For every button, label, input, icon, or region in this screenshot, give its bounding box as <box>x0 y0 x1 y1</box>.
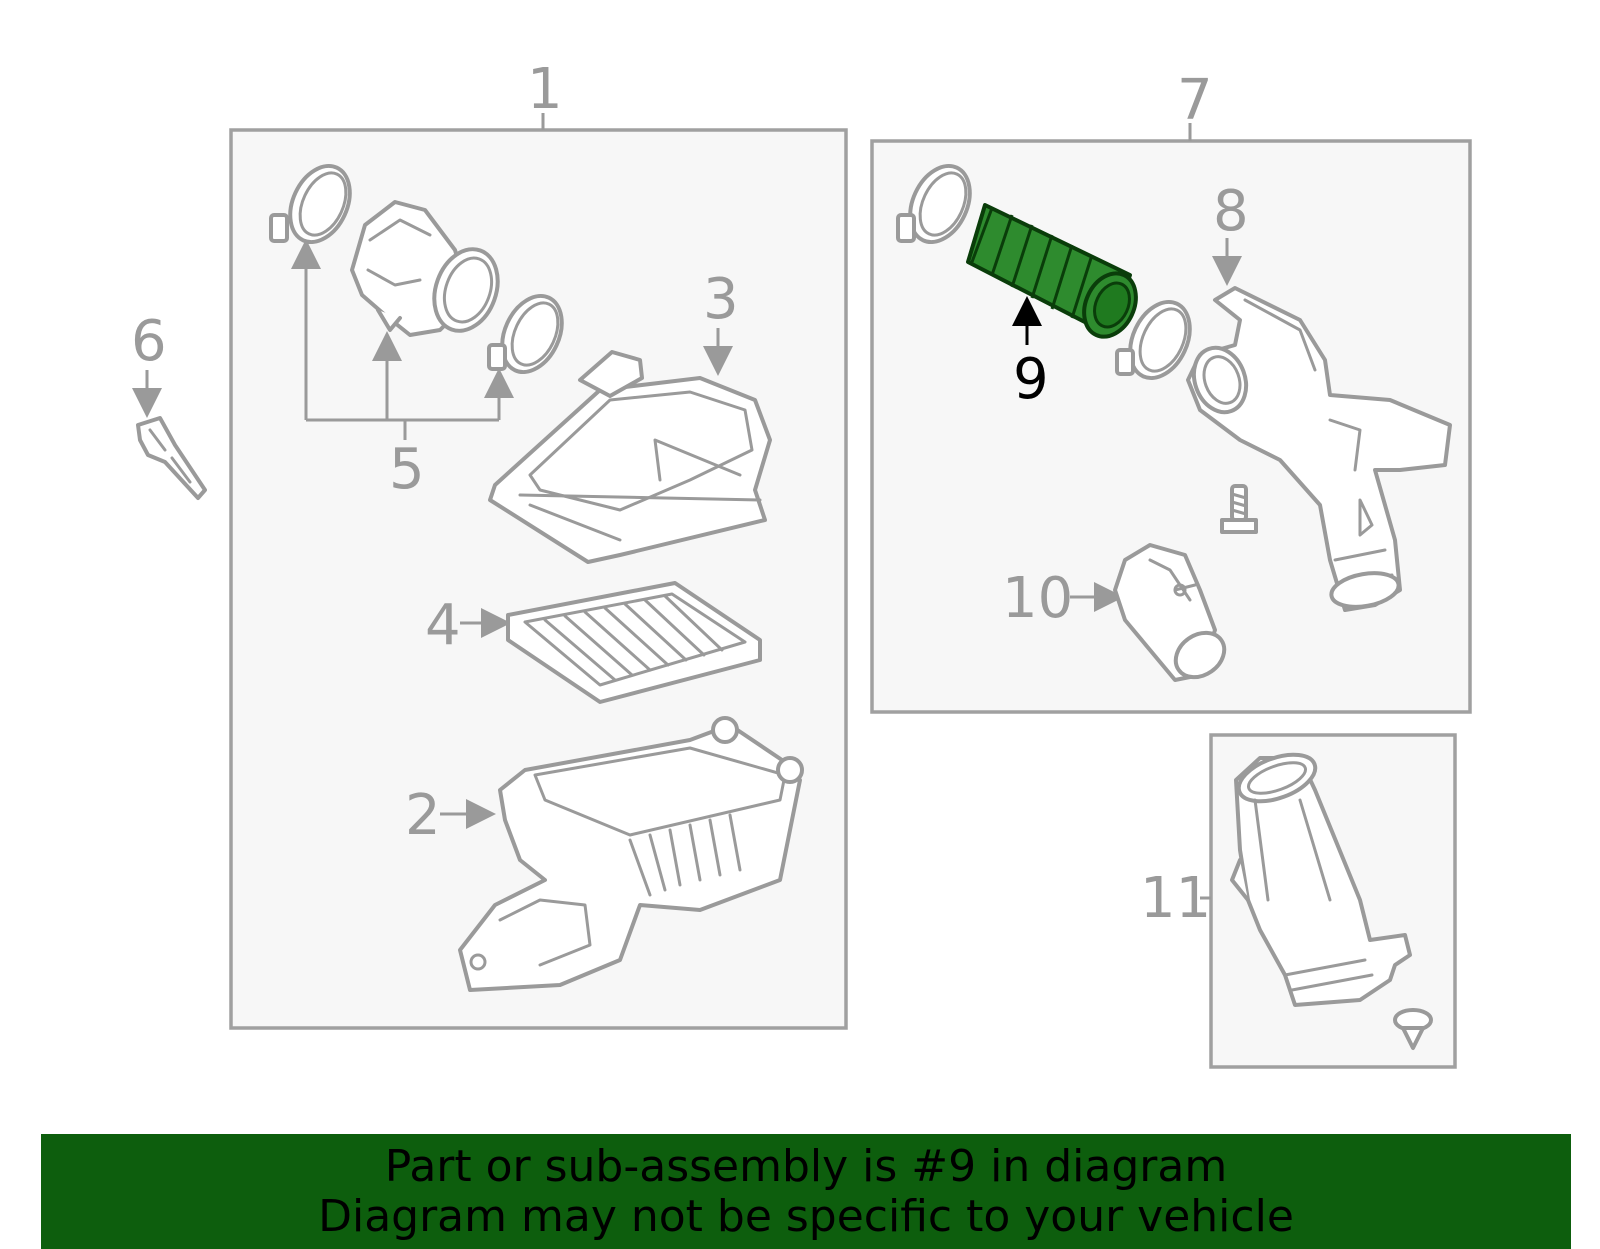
callout-6[interactable]: 6 <box>131 309 167 374</box>
bolt[interactable] <box>1220 484 1258 534</box>
push-clip-fastener[interactable] <box>1393 1008 1433 1050</box>
air-cleaner-upper-cover[interactable] <box>488 350 772 564</box>
clamp-lower[interactable] <box>1115 292 1201 387</box>
callout-9[interactable]: 9 <box>1013 347 1049 412</box>
callout-5[interactable]: 5 <box>389 437 425 502</box>
air-cleaner-lower-housing[interactable] <box>458 716 804 992</box>
callout-11[interactable]: 11 <box>1140 866 1211 931</box>
banner-line-part-number: Part or sub-assembly is #9 in diagram <box>384 1141 1228 1192</box>
clamp-part-5a[interactable] <box>269 156 361 251</box>
air-intake-hose-part-9[interactable] <box>966 203 1146 345</box>
air-filter-element[interactable] <box>506 581 762 704</box>
air-duct-connector-part-10[interactable] <box>1113 543 1233 686</box>
clamp-upper[interactable] <box>896 156 981 251</box>
callout-2[interactable]: 2 <box>405 783 441 848</box>
intake-temperature-sensor[interactable] <box>136 416 207 500</box>
air-inlet-duct-part-11[interactable] <box>1230 746 1412 1007</box>
callout-5-leaders <box>291 239 514 440</box>
mass-air-flow-housing[interactable] <box>350 200 509 340</box>
callout-8[interactable]: 8 <box>1213 179 1249 244</box>
callout-1[interactable]: 1 <box>527 57 563 122</box>
callout-3[interactable]: 3 <box>703 267 739 332</box>
info-banner: Part or sub-assembly is #9 in diagram Di… <box>41 1134 1571 1249</box>
callout-7[interactable]: 7 <box>1177 68 1213 133</box>
callout-4[interactable]: 4 <box>425 593 461 658</box>
resonator-duct-part-8[interactable] <box>1185 286 1452 612</box>
banner-line-disclaimer: Diagram may not be specific to your vehi… <box>318 1191 1294 1242</box>
callout-10[interactable]: 10 <box>1002 566 1073 631</box>
